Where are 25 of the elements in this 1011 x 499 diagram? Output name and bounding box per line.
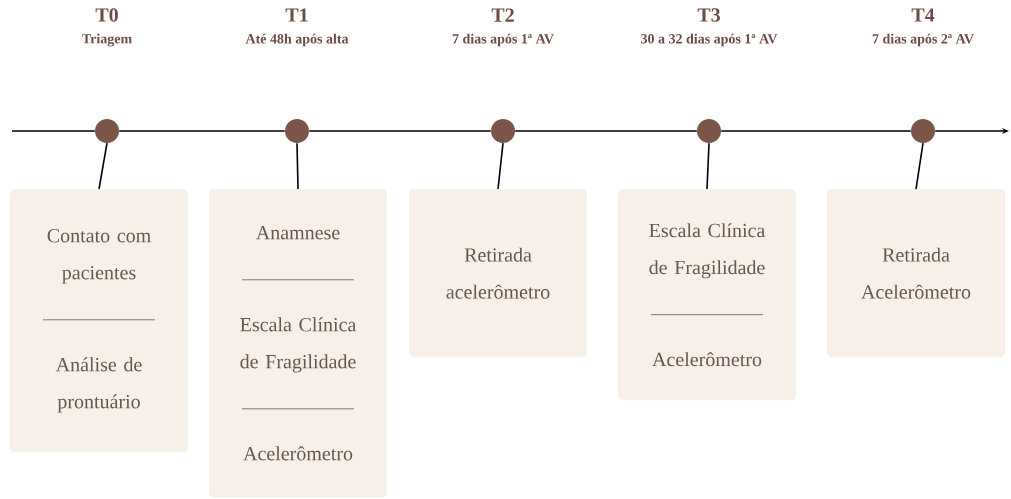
stage-heading: T0 <box>95 8 118 22</box>
stage-subtitle: 7 dias após 2ª AV <box>872 33 974 47</box>
step-card: Retirada Acelerômetro <box>827 189 1005 358</box>
stage-subtitle: Triagem <box>82 33 132 47</box>
stage-heading: T3 <box>697 8 720 22</box>
step-card: Escala Clínica de Fragilidade Acelerômetro <box>618 189 796 401</box>
stage-heading: T1 <box>285 8 308 22</box>
connector-line <box>497 142 504 190</box>
timeline-line <box>11 130 96 132</box>
stage-subtitle: 30 a 32 dias após 1ª AV <box>641 33 778 47</box>
stage-subtitle: 7 dias após 1ª AV <box>452 33 554 47</box>
stage-heading: T2 <box>491 8 514 22</box>
timeline-line <box>514 130 698 132</box>
stage-heading: T4 <box>911 8 935 22</box>
step-card: Anamnese Escala Clínica de Fragilidade Acelerômetro <box>209 189 387 498</box>
timeline-line <box>308 130 492 132</box>
step-card: Retirada acelerômetro <box>409 189 587 358</box>
stage-subtitle: Até 48h após alta <box>245 33 349 47</box>
timeline-line <box>118 130 286 132</box>
connector-line <box>706 142 710 190</box>
connector-line <box>296 142 299 190</box>
timeline-line <box>720 130 912 132</box>
connector-line <box>98 142 108 190</box>
connector-line <box>915 142 924 190</box>
step-card: Contato com pacientes Análise de prontuário <box>10 189 188 453</box>
